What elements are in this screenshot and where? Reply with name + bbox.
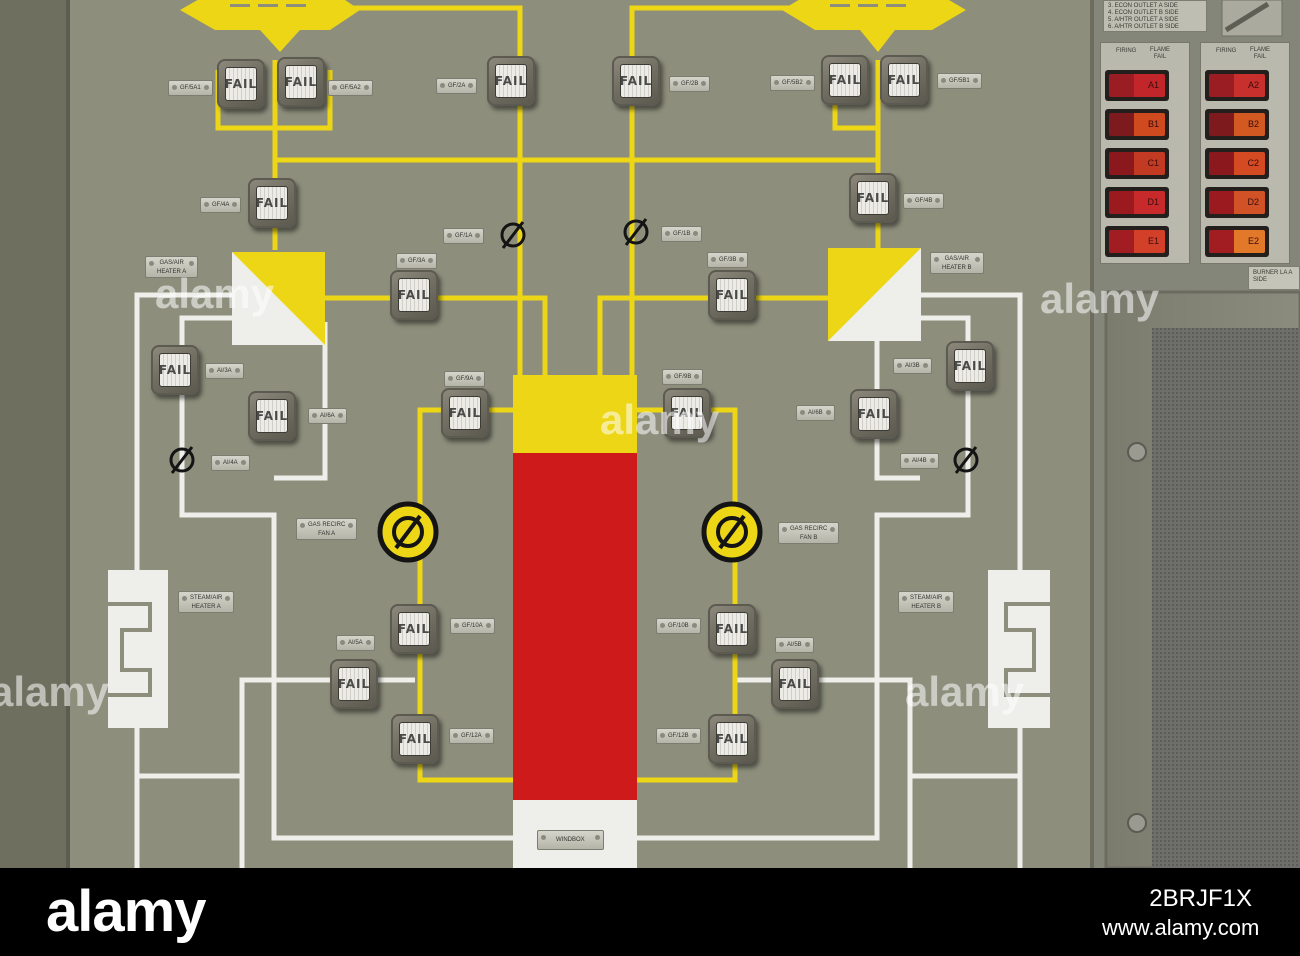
plate-gf-5a2: GF/5A2: [328, 80, 373, 96]
fail-lamp-gf-5b2: FAIL: [821, 55, 869, 105]
plate-ai-3a: AI/3A: [205, 363, 244, 379]
arrow-top-left: [180, 0, 360, 52]
label-flame-fail-left: FLAME FAIL: [1149, 47, 1170, 60]
gas-recirc-fan-a: [377, 501, 439, 563]
plate-gf-1b: GF/1B: [661, 226, 703, 242]
windbox-red: [513, 453, 637, 800]
indicator-d1[interactable]: D1: [1105, 187, 1169, 218]
panel-left-edge: [0, 0, 70, 868]
fail-lamp-gf-9a: FAIL: [441, 388, 489, 438]
plate-gf-2b: GF/2B: [669, 76, 711, 92]
indicator-a2[interactable]: A2: [1205, 70, 1269, 101]
plate-gf-12b: GF/12B: [656, 728, 701, 744]
plate-gf-4b: GF/4B: [903, 193, 945, 209]
label-flame-fail-right: FLAME FAIL: [1249, 47, 1270, 60]
switch-housing: [1221, 0, 1283, 37]
plate-gf-10a: GF/10A: [450, 618, 495, 634]
plate-ai-5a: AI/5A: [336, 635, 375, 651]
plate-gf-12a: GF/12A: [449, 728, 494, 744]
watermark: alamy: [0, 668, 110, 715]
plate-gf-2a: GF/2A: [436, 78, 478, 94]
air-lines: [134, 292, 1023, 868]
steam-air-heater-a: [96, 570, 168, 728]
watermark: alamy: [1040, 275, 1160, 322]
indicator-e1[interactable]: E1: [1105, 226, 1169, 257]
plate-gf-4a: GF/4A: [200, 197, 242, 213]
fail-lamp-ai-5a: FAIL: [330, 659, 378, 709]
legend-plate: 3. ECON OUTLET A SIDE 4. ECON OUTLET B S…: [1103, 0, 1207, 32]
fail-lamp-gf-4a: FAIL: [248, 178, 296, 228]
plate-gf-1a: GF/1A: [443, 228, 485, 244]
fail-lamp-gf-9b: FAIL: [663, 388, 711, 438]
damper-symbols: [169, 218, 979, 474]
gas-air-heater-b: [828, 248, 921, 341]
plate-gf-5b2: GF/5B2: [770, 75, 815, 91]
arrow-top-right: [782, 0, 966, 52]
footer-site-url[interactable]: www.alamy.com: [1102, 915, 1260, 940]
footer-brand-logo: alamy: [46, 879, 206, 944]
indicator-e2[interactable]: E2: [1205, 226, 1269, 257]
plate-gf-9a: GF/9A: [444, 371, 486, 387]
fail-lamp-ai-3a: FAIL: [151, 345, 199, 395]
door-bolt: [1127, 813, 1147, 833]
fail-lamp-gf-2b: FAIL: [612, 56, 660, 106]
fail-lamp-gf-12b: FAIL: [708, 714, 756, 764]
plate-gf-5b1: GF/5B1: [937, 73, 982, 89]
watermark: alamy: [905, 668, 1025, 715]
gas-recirc-fan-b: [701, 501, 763, 563]
fail-lamp-gf-4b: FAIL: [849, 173, 897, 223]
footer-bar: [0, 868, 1300, 956]
fail-lamp-ai-6a: FAIL: [248, 391, 296, 441]
plate-ai-6b: AI/6B: [796, 405, 835, 421]
indicator-b1[interactable]: B1: [1105, 109, 1169, 140]
indicator-c2[interactable]: C2: [1205, 148, 1269, 179]
fail-lamp-ai-3b: FAIL: [946, 341, 994, 391]
indicator-b2[interactable]: B2: [1205, 109, 1269, 140]
label-firing-right: FIRING: [1216, 48, 1237, 54]
fail-lamp-gf-5a2: FAIL: [277, 57, 325, 107]
plate-ai-4b: AI/4B: [900, 453, 939, 469]
watermark: alamy: [155, 270, 275, 317]
vent-grille: [1152, 328, 1300, 868]
plate-gf-5a1: GF/5A1: [168, 80, 213, 96]
indicator-d2[interactable]: D2: [1205, 187, 1269, 218]
plate-gf-3a: GF/3A: [396, 253, 438, 269]
plate-ai-3b: AI/3B: [893, 358, 932, 374]
plate-ai-6a: AI/6A: [308, 408, 347, 424]
plate-gf-10b: GF/10B: [656, 618, 701, 634]
burner-label-plate: BURNER LA A SIDE: [1248, 266, 1300, 290]
door-bolt: [1127, 442, 1147, 462]
steam-air-heater-b: [988, 570, 1062, 728]
fail-lamp-ai-5b: FAIL: [771, 659, 819, 709]
fail-lamp-gf-12a: FAIL: [391, 714, 439, 764]
label-firing-left: FIRING: [1116, 48, 1137, 54]
plate-gf-9b: GF/9B: [662, 369, 704, 385]
fail-lamp-gf-10b: FAIL: [708, 604, 756, 654]
fail-lamp-gf-3b: FAIL: [708, 270, 756, 320]
fail-lamp-gf-5a1: FAIL: [217, 59, 265, 109]
fail-lamp-gf-2a: FAIL: [487, 56, 535, 106]
windbox-top: [513, 375, 637, 453]
plate-windbox: WINDBOX: [537, 830, 604, 850]
indicator-c1[interactable]: C1: [1105, 148, 1169, 179]
fail-lamp-ai-6b: FAIL: [850, 389, 898, 439]
watermark: alamy: [600, 396, 720, 443]
plate-gf-3b: GF/3B: [707, 252, 749, 268]
plate-ai-5b: AI/5B: [775, 637, 814, 653]
gas-air-heater-a: [232, 252, 325, 345]
plate-ai-4a: AI/4A: [211, 455, 250, 471]
footer-image-id: 2BRJF1X: [1149, 885, 1252, 912]
indicator-a1[interactable]: A1: [1105, 70, 1169, 101]
fail-lamp-gf-3a: FAIL: [390, 270, 438, 320]
fail-lamp-gf-5b1: FAIL: [880, 55, 928, 105]
fail-lamp-gf-10a: FAIL: [390, 604, 438, 654]
